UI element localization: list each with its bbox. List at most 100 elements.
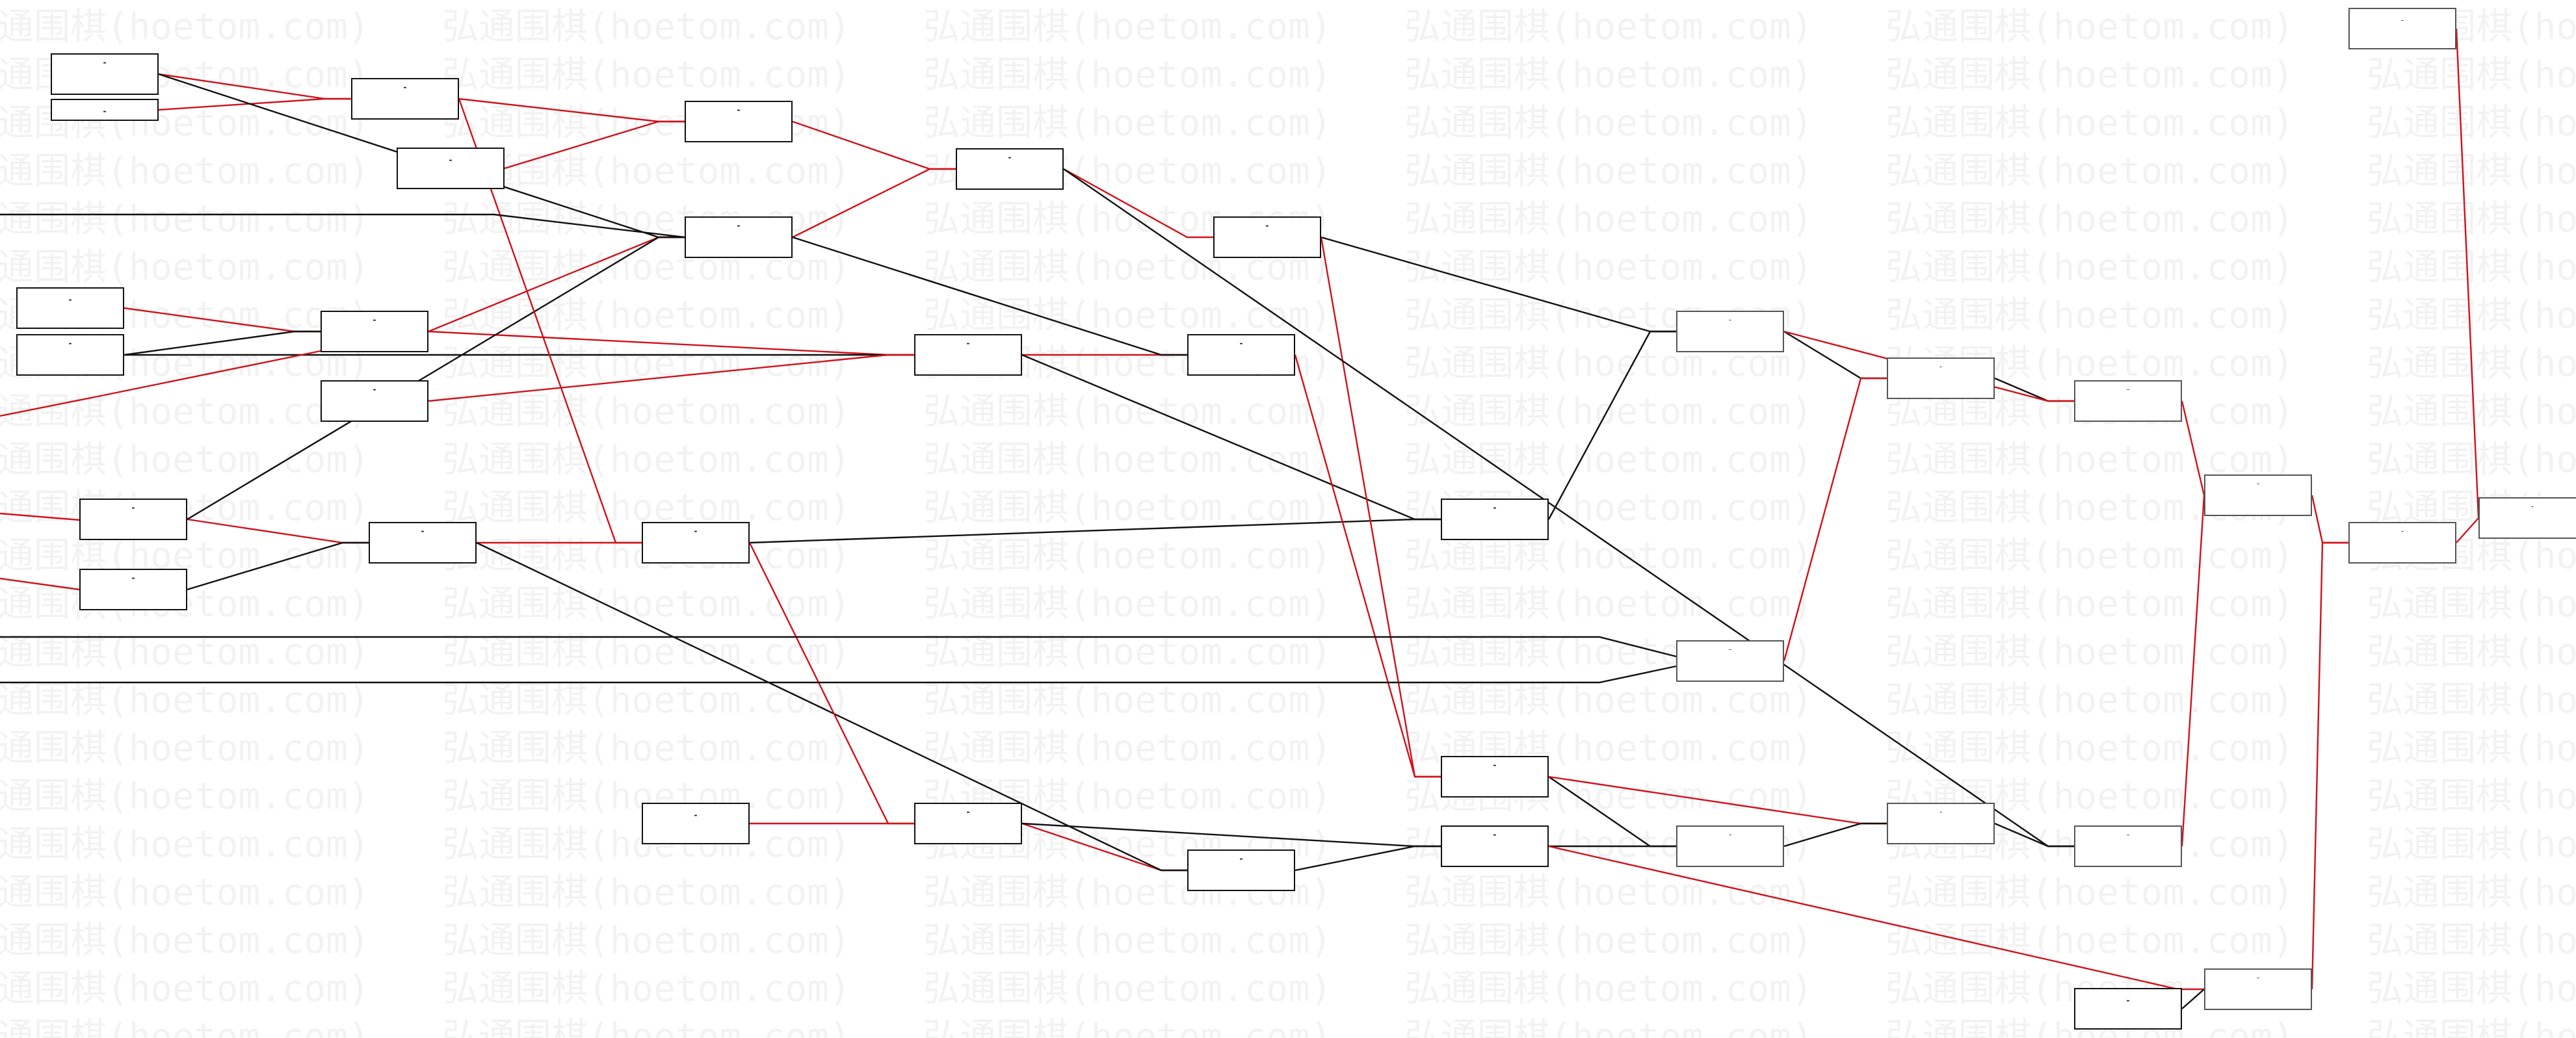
pair-separator: - <box>1493 830 1497 839</box>
match-node: - <box>16 334 124 376</box>
match-node: - <box>914 334 1022 376</box>
match-node: - <box>1887 357 1995 399</box>
match-node: - <box>351 78 459 120</box>
match-node: - <box>397 148 505 189</box>
match-players: - <box>1888 807 1993 818</box>
match-node: - <box>2074 988 2182 1030</box>
match-node: - <box>1187 334 1295 376</box>
pair-separator: - <box>68 339 72 348</box>
pair-separator: - <box>1239 854 1243 863</box>
match-node: - <box>51 53 159 95</box>
winner-path <box>1063 168 1213 239</box>
match-players: - <box>352 82 458 93</box>
match-node: - <box>16 287 124 329</box>
pair-separator: - <box>2126 385 2130 394</box>
match-node: - <box>79 569 187 610</box>
match-node: - <box>956 148 1064 190</box>
pair-separator: - <box>966 807 970 816</box>
pair-separator: - <box>421 526 425 536</box>
match-node: - <box>1187 850 1295 891</box>
offscreen-branch <box>0 577 80 591</box>
match-players: - <box>1189 338 1294 349</box>
pair-separator: - <box>1939 807 1943 816</box>
pair-separator: - <box>2400 526 2404 536</box>
match-players: - <box>1189 853 1294 864</box>
winner-path <box>2311 541 2348 990</box>
offscreen-branch <box>0 512 80 521</box>
match-node: - <box>2204 968 2312 1010</box>
match-players: - <box>686 220 791 231</box>
match-players: - <box>52 103 157 118</box>
match-node: - <box>642 522 750 564</box>
loser-path <box>792 236 1187 356</box>
loser-path <box>187 236 685 521</box>
winner-path <box>1783 330 2074 402</box>
pair-separator: - <box>2530 502 2534 511</box>
match-players: - <box>370 526 475 537</box>
match-node: - <box>685 216 793 258</box>
pair-separator: - <box>1493 503 1497 512</box>
loser-path <box>2181 989 2205 1009</box>
winner-path <box>2455 28 2480 519</box>
pair-separator: - <box>449 155 453 164</box>
pair-separator: - <box>2126 996 2130 1005</box>
match-players: - <box>2350 12 2455 27</box>
winner-path <box>1783 377 1887 662</box>
match-players: - <box>2480 501 2576 512</box>
pair-separator: - <box>2256 479 2260 488</box>
match-node: - <box>2074 825 2182 867</box>
pair-separator: - <box>1008 153 1012 162</box>
match-players: - <box>2075 384 2181 395</box>
match-node: - <box>1213 216 1321 258</box>
loser-path <box>1063 168 2074 848</box>
match-node: - <box>369 522 477 564</box>
winner-path <box>1320 237 1441 778</box>
match-node: - <box>2204 474 2312 516</box>
match-players: - <box>81 573 186 584</box>
match-node: - <box>685 101 793 142</box>
match-players: - <box>1677 829 1783 840</box>
match-players: - <box>1442 502 1547 513</box>
match-node: - <box>1441 499 1549 540</box>
match-players: - <box>52 57 157 68</box>
winner-path <box>2181 495 2205 847</box>
winner-path <box>458 98 642 544</box>
loser-path <box>1021 354 1441 521</box>
winner-path <box>2456 517 2479 543</box>
offscreen-branch <box>0 665 1677 684</box>
match-node: - <box>1676 825 1784 867</box>
match-players: - <box>322 315 427 326</box>
winner-path <box>504 120 685 170</box>
pair-separator: - <box>966 339 970 348</box>
match-node: - <box>2074 380 2182 422</box>
match-node: - <box>1887 803 1995 844</box>
pair-separator: - <box>403 83 407 92</box>
pair-separator: - <box>103 107 107 116</box>
pair-separator: - <box>694 811 698 820</box>
pair-separator: - <box>1239 339 1243 348</box>
match-node: - <box>79 499 187 540</box>
match-players: - <box>2350 526 2455 537</box>
pair-separator: - <box>68 295 72 304</box>
match-players: - <box>957 152 1062 163</box>
match-node: - <box>1676 640 1784 682</box>
pair-separator: - <box>2256 973 2260 982</box>
match-players: - <box>1888 361 1993 372</box>
pair-separator: - <box>694 526 698 536</box>
match-players: - <box>1442 829 1547 840</box>
match-node: - <box>1676 311 1784 352</box>
match-players: - <box>2205 478 2311 489</box>
match-players: - <box>1677 644 1783 655</box>
pair-separator: - <box>131 503 135 512</box>
match-node: - <box>1441 825 1549 867</box>
match-players: - <box>1442 760 1547 771</box>
loser-path <box>1783 822 1887 848</box>
offscreen-branch <box>0 636 1677 658</box>
match-node: - <box>1441 756 1549 798</box>
pair-separator: - <box>1939 362 1943 371</box>
pair-separator: - <box>1493 760 1497 770</box>
loser-path <box>124 330 321 356</box>
match-players: - <box>18 338 123 349</box>
match-players: - <box>1215 220 1320 231</box>
